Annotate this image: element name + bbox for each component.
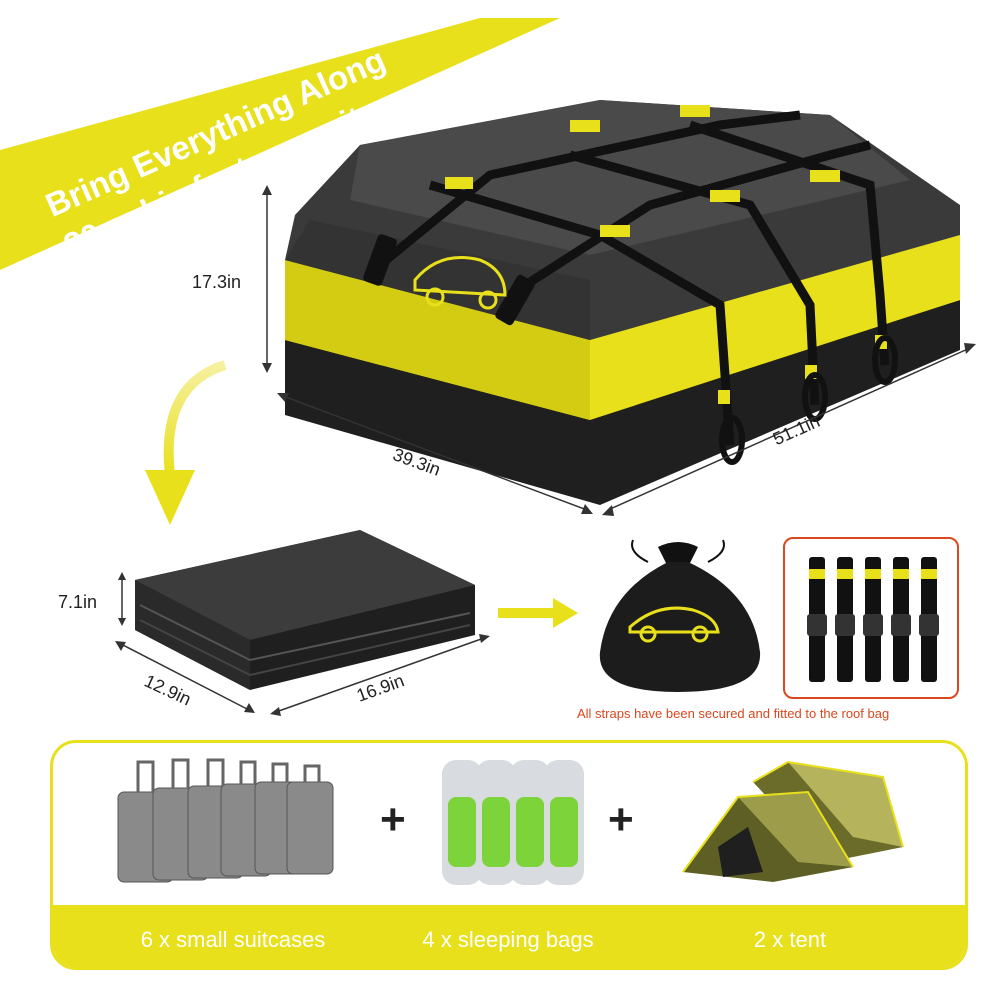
storage-bag-image [599,539,761,692]
height-folded-label: 7.1in [58,592,98,612]
right-arrow-icon [498,598,578,628]
sleeping-bags-image [442,760,584,885]
height-open-label: 17.3in [192,272,242,292]
straps-image [807,557,939,682]
width-arrow [277,393,593,514]
capacity-label-suitcases: 6 x small suitcases [140,927,326,952]
folded-bag-image [135,530,475,690]
roof-bag-open-image [285,100,960,505]
folded-height-arrow [118,572,126,626]
height-arrow [262,185,272,373]
car-logo-icon [413,256,507,310]
curved-arrow-icon [145,360,227,525]
plus-sign-1: + [380,795,406,844]
tents-image [682,760,904,882]
capacity-label-bar [53,905,965,967]
folded-width-arrow [115,641,255,713]
banner-background [0,18,560,270]
plus-sign-2: + [608,795,634,844]
straps-caption: All straps have been secured and fitted … [577,706,890,721]
folded-depth-arrow [270,634,490,716]
capacity-label-tent: 2 x tent [753,927,827,952]
suitcases-image [117,758,334,883]
depth-arrow [602,343,976,516]
capacity-label-sleeping-bags: 4 x sleeping bags [422,927,594,952]
straps-box [783,537,959,699]
